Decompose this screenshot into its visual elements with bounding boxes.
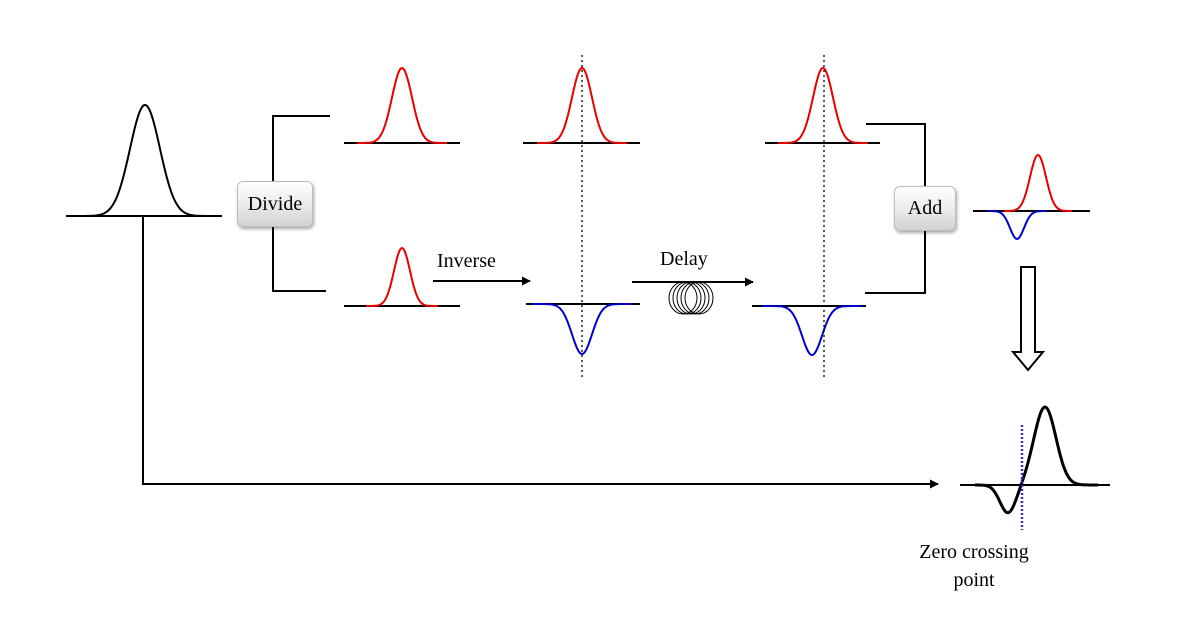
top-branch [344,66,880,144]
top-pulse-1 [357,66,447,144]
fiber-coil-icon [668,281,714,315]
sum-pulse-blue [987,210,1047,241]
top-pulse-3 [778,66,868,144]
top-pulse-2 [537,66,627,144]
zero-crossing-label-line2: point [953,569,995,591]
bottom-pulse-delayed [762,305,862,357]
input-pulse [66,103,222,217]
delay-label: Delay [660,248,708,270]
divide-label: Divide [247,192,303,215]
bottom-branch [344,246,866,357]
zero-crossing-label-line1: Zero crossing [919,541,1029,563]
result-down-arrow [1010,266,1046,372]
bottom-pulse-attenuated [366,246,438,307]
add-block: Add [894,186,956,231]
bottom-pulse-inverted [532,303,632,356]
sum-pulses [973,153,1090,241]
output-bipolar-pulse [975,405,1098,515]
cfd-output [960,405,1110,530]
bypass-line [142,216,939,489]
inverse-label: Inverse [437,250,496,272]
zero-crossing-label: Zero crossing point [908,538,1040,594]
divide-block: Divide [237,181,313,227]
add-label: Add [907,197,943,219]
input-gaussian [75,103,215,217]
sum-pulse-red [1004,153,1072,212]
